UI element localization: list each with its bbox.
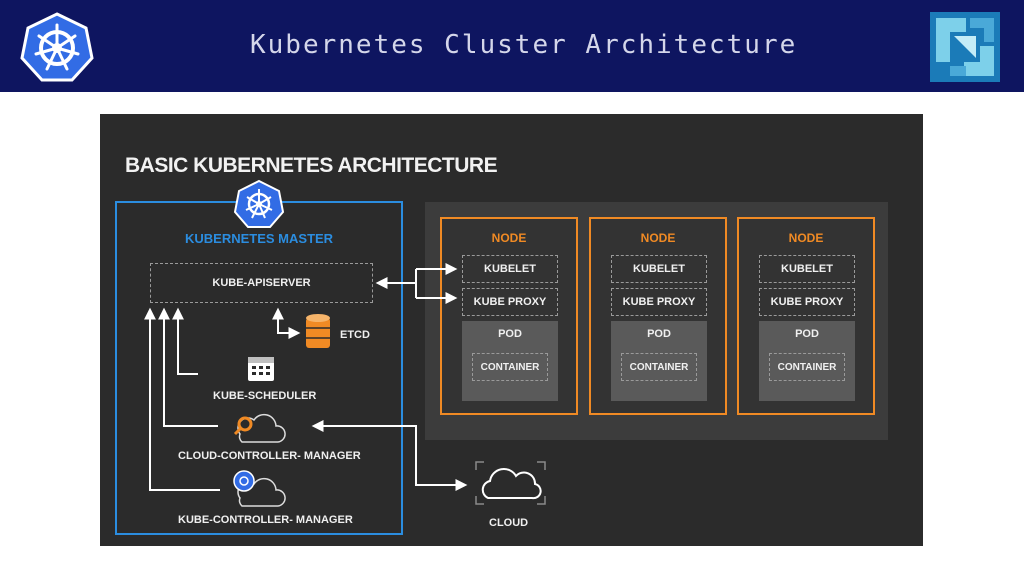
diagram-title: BASIC KUBERNETES ARCHITECTURE [125,154,498,177]
pod-label: POD [795,328,819,340]
container-box: CONTAINER [621,353,697,381]
helm-wheel-icon [233,179,285,228]
kubernetes-logo-icon [20,12,94,82]
kubelet-box: KUBELET [611,255,707,283]
kube-proxy-label: KUBE PROXY [770,296,844,308]
scheduler-connector [172,307,198,375]
pod-box: POD CONTAINER [462,321,558,401]
cloud-connector [311,420,468,491]
etcd-label: ETCD [340,329,370,341]
kube-controller-connector [144,307,220,491]
node-box: NODE KUBELET KUBE PROXY POD CONTAINER [440,217,578,415]
cloud-icon [475,461,546,505]
calendar-icon [248,357,274,381]
cncf-logo-icon [930,12,1000,82]
slide-title: Kubernetes Cluster Architecture [250,30,798,60]
pod-box: POD CONTAINER [759,321,855,401]
kube-apiserver-label: KUBE-APISERVER [212,277,311,289]
kube-apiserver-box: KUBE-APISERVER [150,263,373,303]
slide-header: Kubernetes Cluster Architecture [0,0,1024,92]
node-label: NODE [640,231,676,245]
node-box: NODE KUBELET KUBE PROXY POD CONTAINER [589,217,727,415]
apiserver-node-connector [375,263,458,304]
cloud-label: CLOUD [489,517,529,529]
cloud-controller-connector [158,307,218,427]
architecture-diagram: BASIC KUBERNETES ARCHITECTURE KUBERNETES… [100,114,923,546]
database-icon [306,314,330,348]
kube-proxy-label: KUBE PROXY [473,296,547,308]
node-label: NODE [491,231,527,245]
kube-proxy-box: KUBE PROXY [462,288,558,316]
node-box: NODE KUBELET KUBE PROXY POD CONTAINER [737,217,875,415]
kube-controller-manager-label: KUBE-CONTROLLER- MANAGER [178,514,353,526]
pod-box: POD CONTAINER [611,321,707,401]
pod-label: POD [647,328,671,340]
container-label: CONTAINER [480,361,540,373]
kube-scheduler-label: KUBE-SCHEDULER [213,390,317,402]
kubelet-label: KUBELET [781,263,833,275]
cloud-search-icon [233,413,286,443]
connectors-layer [144,179,546,507]
kube-proxy-box: KUBE PROXY [759,288,855,316]
kubernetes-master-label: KUBERNETES MASTER [185,231,334,246]
node-label: NODE [788,231,824,245]
cloud-helm-icon [233,470,286,507]
pod-label: POD [498,328,522,340]
container-label: CONTAINER [629,361,689,373]
kubelet-label: KUBELET [484,263,536,275]
kube-proxy-box: KUBE PROXY [611,288,707,316]
container-label: CONTAINER [777,361,837,373]
kubelet-box: KUBELET [462,255,558,283]
container-box: CONTAINER [472,353,548,381]
kubelet-label: KUBELET [633,263,685,275]
kubelet-box: KUBELET [759,255,855,283]
kube-proxy-label: KUBE PROXY [622,296,696,308]
etcd-connector [272,307,301,339]
container-box: CONTAINER [769,353,845,381]
